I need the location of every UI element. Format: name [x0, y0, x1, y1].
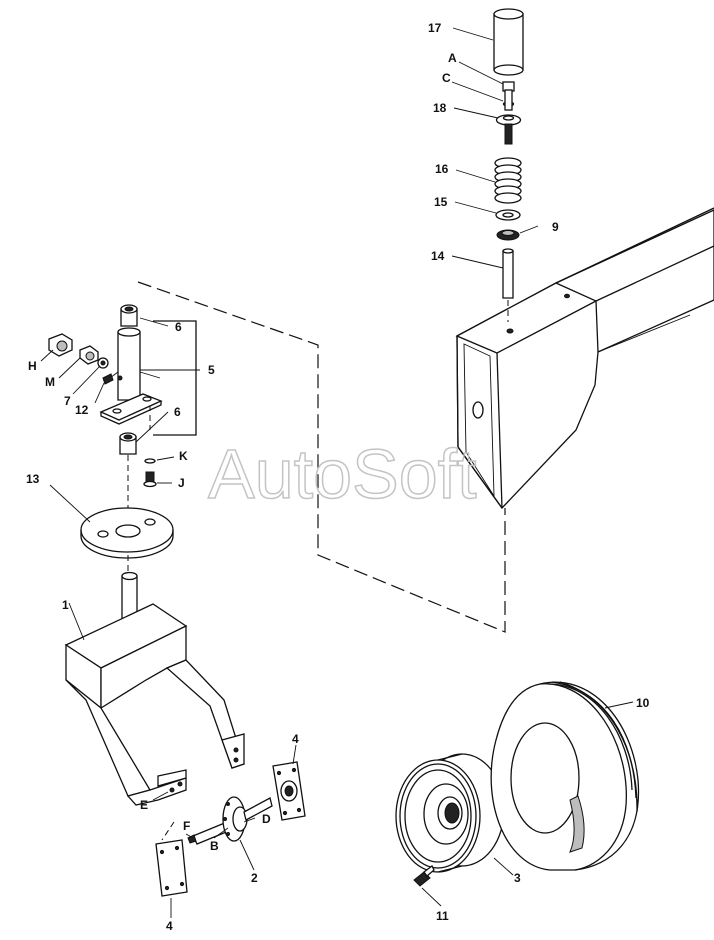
part-6-bushing-top — [120, 304, 138, 327]
label-J: J — [178, 476, 185, 490]
label-5: 5 — [208, 363, 215, 377]
label-3: 3 — [514, 871, 521, 885]
part-3-wheel-rim — [395, 753, 505, 873]
label-16: 16 — [435, 162, 449, 176]
label-12: 12 — [75, 403, 89, 417]
label-K: K — [179, 449, 188, 463]
label-9: 9 — [552, 220, 559, 234]
bracket-5-6 — [153, 320, 197, 436]
label-6-top: 6 — [175, 320, 182, 334]
label-H: H — [28, 359, 37, 373]
label-13: 13 — [26, 472, 40, 486]
part-4-plate-right — [272, 761, 306, 821]
label-4-left: 4 — [166, 919, 173, 933]
part-14-pin — [502, 248, 514, 299]
label-A: A — [448, 51, 457, 65]
part-17-cap — [493, 8, 524, 76]
label-11: 11 — [436, 909, 449, 923]
label-C: C — [442, 71, 451, 85]
label-E: E — [140, 798, 148, 812]
part-11-valve — [413, 865, 435, 887]
part-H-nut — [48, 333, 73, 357]
part-5-spindle — [99, 327, 163, 425]
label-2: 2 — [251, 871, 258, 885]
label-15: 15 — [434, 195, 448, 209]
callout-labels: 17 A C 18 16 15 9 14 6 5 6 H M 7 12 K J … — [26, 21, 650, 933]
label-1: 1 — [62, 598, 69, 612]
part-9-bearing — [496, 229, 520, 241]
label-F: F — [183, 819, 190, 833]
part-12-fitting — [102, 373, 114, 385]
part-10-tire — [490, 681, 640, 871]
part-16-spring — [494, 157, 522, 204]
part-2-axle — [187, 796, 273, 845]
part-7-washer — [97, 357, 109, 369]
part-15-washer — [495, 209, 521, 221]
part-K-washer — [144, 458, 156, 464]
part-6-bushing-bottom — [119, 432, 137, 455]
assembly-dashed-lines — [127, 281, 509, 841]
part-4-plate-left — [155, 839, 188, 897]
label-18: 18 — [433, 101, 447, 115]
label-10: 10 — [636, 696, 650, 710]
autosoft-watermark: AutoSoft — [208, 435, 477, 513]
mower-frame — [455, 207, 714, 510]
part-1-fork — [64, 571, 245, 806]
part-M-nut — [79, 345, 99, 365]
part-18-bolt — [495, 89, 522, 145]
label-7: 7 — [64, 394, 71, 408]
label-17: 17 — [428, 21, 442, 35]
label-M: M — [45, 375, 55, 389]
label-4-right: 4 — [292, 732, 299, 746]
label-6-bottom: 6 — [174, 405, 181, 419]
label-14: 14 — [431, 249, 445, 263]
part-J-bolt — [143, 471, 157, 488]
part-13-plate — [80, 507, 174, 559]
leader-lines — [40, 27, 634, 918]
label-B: B — [210, 839, 219, 853]
label-D: D — [262, 812, 271, 826]
